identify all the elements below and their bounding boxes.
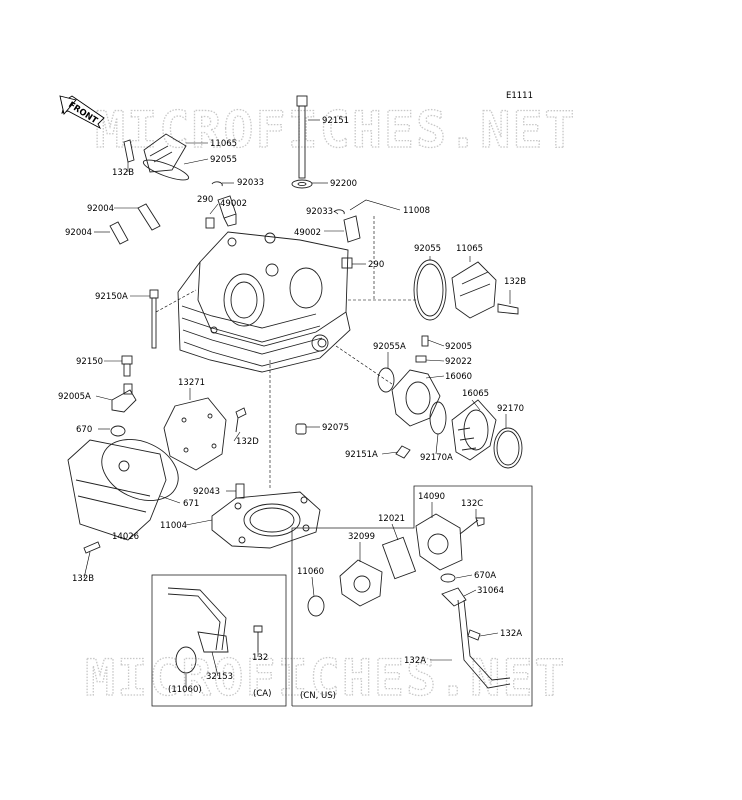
reed-valve-12021-icon: [381, 536, 417, 580]
callout-c-132c: 132C: [461, 499, 483, 509]
o-ring-11060-ca-icon: [175, 646, 197, 674]
intake-duct-16065-icon: [451, 399, 497, 461]
front-arrow-icon: FRONT: [59, 95, 105, 130]
callout-c-12021: 12021: [378, 514, 405, 524]
callout-c-671: 671: [183, 499, 199, 509]
callout-c-92005: 92005: [445, 342, 472, 352]
callout-c-132b-b: 132B: [504, 277, 526, 287]
valve-cover-left-icon: [123, 133, 190, 181]
callout-c-92151: 92151: [322, 116, 349, 126]
callout-c-16065: 16065: [462, 389, 489, 399]
fitting-92005a-icon: [111, 383, 137, 413]
valve-cover-right-icon: [413, 259, 519, 321]
callout-c-92043: 92043: [193, 487, 220, 497]
callout-c-92055a: 92055: [210, 155, 237, 165]
callout-c-14090: 14090: [418, 492, 445, 502]
callout-c-92055a-b: 92055A: [373, 342, 406, 352]
callout-c-11060a: 11060: [297, 567, 324, 577]
callout-c-13271: 13271: [178, 378, 205, 388]
o-ring-671-icon: [101, 439, 179, 501]
callout-c-92151a: 92151A: [345, 450, 378, 460]
callout-c-92075: 92075: [322, 423, 349, 433]
callout-c-92004b: 92004: [65, 228, 92, 238]
bolt-132a-icon: [467, 629, 481, 641]
bolt-92150a-icon: [149, 289, 159, 349]
callout-c-11008: 11008: [403, 206, 430, 216]
dowel-92043-icon: [235, 483, 245, 499]
callout-c-92033a: 92033: [237, 178, 264, 188]
stud-92004-icon: [109, 203, 161, 245]
callout-c-132b-a: 132B: [112, 168, 134, 178]
callout-c-49002b: 49002: [294, 228, 321, 238]
cylinder-head-icon: [177, 231, 351, 373]
inset-frame-cn-us: [291, 485, 533, 707]
gasket-13271-icon: [163, 397, 227, 471]
head-gasket-11004-icon: [211, 491, 321, 549]
callout-c-32099: 32099: [348, 532, 375, 542]
callout-c-670: 670: [76, 425, 92, 435]
clamp-92170a-icon: [395, 401, 447, 459]
callout-c-92150a: 92150A: [95, 292, 128, 302]
clamp-92170-icon: [493, 427, 523, 469]
reed-plate-14090-icon: [415, 513, 463, 571]
callout-c-132a-a: 132A: [500, 629, 522, 639]
bolt-92151-icon: [291, 95, 313, 189]
callout-c-132: 132: [252, 653, 268, 663]
spring-290-icon: [205, 217, 353, 269]
callout-c-92170: 92170: [497, 404, 524, 414]
callout-c-132b-c: 132B: [72, 574, 94, 584]
callout-c-31064: 31064: [477, 586, 504, 596]
diagram-code: E1111: [506, 91, 533, 101]
callout-c-92022: 92022: [445, 357, 472, 367]
callout-c-92033b: 92033: [306, 207, 333, 217]
callout-c-92200: 92200: [330, 179, 357, 189]
pipe-32153-icon: [167, 587, 229, 653]
bolt-132c-icon: [459, 517, 485, 535]
tappet-49002-icon: [217, 195, 361, 243]
callout-c-11004: 11004: [160, 521, 187, 531]
callout-c-11065a: 11065: [210, 139, 237, 149]
bolt-132-icon: [253, 625, 263, 652]
callout-c-14026: 14026: [112, 532, 139, 542]
callout-c-11060b: (11060): [168, 685, 202, 695]
o-ring-670-icon: [110, 425, 126, 437]
callout-c-92055b: 92055: [414, 244, 441, 254]
pipe-31064-icon: [441, 587, 511, 689]
spacer-32099-icon: [339, 559, 383, 607]
watermark-bottom: MICROFICHES.NET: [85, 649, 567, 707]
inset-frame-ca: [151, 574, 287, 707]
callout-c-92170a: 92170A: [420, 453, 453, 463]
callout-c-132d: 132D: [236, 437, 259, 447]
o-ring-670a-icon: [440, 573, 456, 583]
callout-c-49002a: 49002: [220, 199, 247, 209]
callout-c-290b: 290: [368, 260, 384, 270]
callout-c-132a-b: 132A: [404, 656, 426, 666]
callout-c-ca: (CA): [253, 689, 271, 699]
bolt-132d-icon: [235, 407, 247, 433]
callout-c-92004a: 92004: [87, 204, 114, 214]
callout-c-cnus: (CN, US): [300, 691, 336, 701]
callout-c-92150: 92150: [76, 357, 103, 367]
o-ring-11060-icon: [307, 595, 325, 617]
watermark-top: MICROFICHES.NET: [95, 101, 577, 159]
callout-c-11065b: 11065: [456, 244, 483, 254]
callout-labels: 92151 11065 92055 132B 92033 92200 290 49002 920…: [58, 116, 526, 701]
pin-92075-icon: [295, 423, 307, 435]
o-ring-92055a-icon: [377, 367, 395, 393]
callout-c-670a: 670A: [474, 571, 496, 581]
intake-pipe-16060-icon: [391, 335, 441, 427]
callout-c-92005a: 92005A: [58, 392, 91, 402]
callout-c-32153: 32153: [206, 672, 233, 682]
leader-lines: [83, 119, 511, 688]
callout-c-16060: 16060: [445, 372, 472, 382]
bolt-92150-icon: [121, 355, 133, 377]
callout-c-290a: 290: [197, 195, 213, 205]
